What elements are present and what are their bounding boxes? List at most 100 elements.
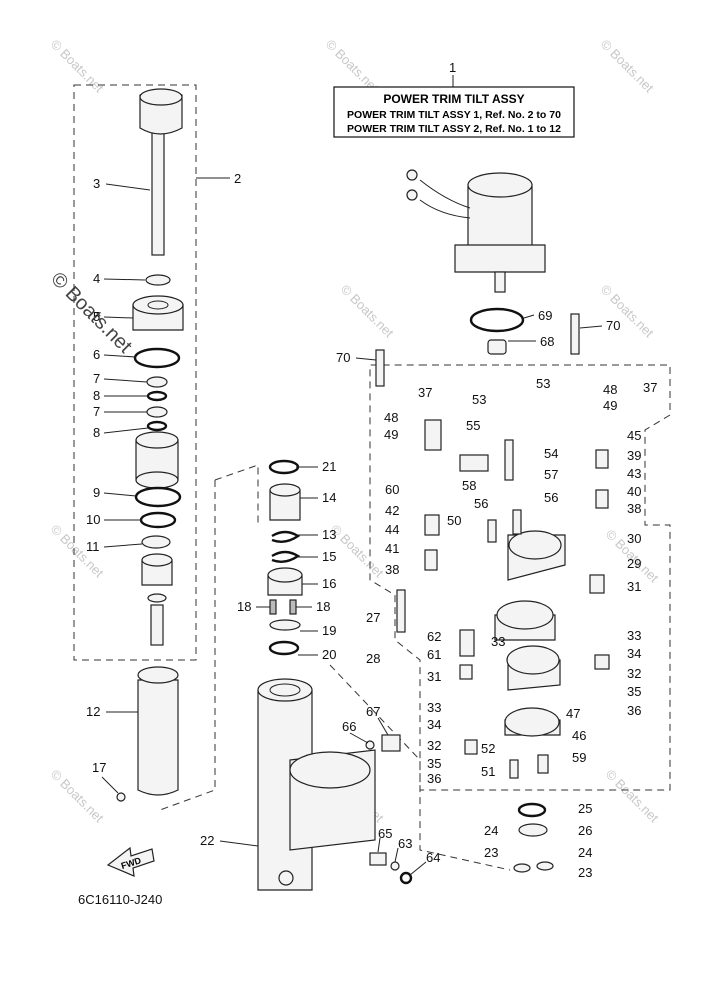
- callout-70: 70: [336, 350, 350, 365]
- callout-68: 68: [540, 334, 554, 349]
- title-box: POWER TRIM TILT ASSY POWER TRIM TILT ASS…: [333, 75, 575, 138]
- callout-62: 62: [427, 629, 441, 644]
- callout-28: 28: [366, 651, 380, 666]
- callout-21: 21: [322, 459, 336, 474]
- callout-25: 25: [578, 801, 592, 816]
- callout-49: 49: [384, 427, 398, 442]
- callout-13: 13: [322, 527, 336, 542]
- callout-2: 2: [234, 171, 241, 186]
- callout-55: 55: [466, 418, 480, 433]
- callout-27: 27: [366, 610, 380, 625]
- callout-47: 47: [566, 706, 580, 721]
- callout-24: 24: [578, 845, 592, 860]
- watermark: © Boats.net: [338, 282, 397, 341]
- watermark: © Boats.net: [48, 37, 107, 96]
- callout-36: 36: [427, 771, 441, 786]
- callout-33: 33: [427, 700, 441, 715]
- callout-56: 56: [544, 490, 558, 505]
- callout-70: 70: [606, 318, 620, 333]
- callout-37: 37: [643, 380, 657, 395]
- callout-19: 19: [322, 623, 336, 638]
- callout-6: 6: [93, 347, 100, 362]
- watermark: © Boats.net: [48, 767, 107, 826]
- callout-60: 60: [385, 482, 399, 497]
- title-line-2: POWER TRIM TILT ASSY 1, Ref. No. 2 to 70: [347, 109, 561, 121]
- callout-22: 22: [200, 833, 214, 848]
- callout-17: 17: [92, 760, 106, 775]
- callout-34: 34: [427, 717, 441, 732]
- callout-66: 66: [342, 719, 356, 734]
- callout-7: 7: [93, 371, 100, 386]
- callout-24: 24: [484, 823, 498, 838]
- diagram-code: 6C16110-J240: [78, 892, 162, 907]
- trim-motor: [375, 169, 580, 387]
- callout-14: 14: [322, 490, 336, 505]
- callout-30: 30: [627, 531, 641, 546]
- callout-58: 58: [462, 478, 476, 493]
- callout-64: 64: [426, 850, 440, 865]
- title-line-3: POWER TRIM TILT ASSY 2, Ref. No. 1 to 12: [347, 123, 561, 135]
- callout-35: 35: [427, 756, 441, 771]
- callout-23: 23: [484, 845, 498, 860]
- callout-34: 34: [627, 646, 641, 661]
- callout-57: 57: [544, 467, 558, 482]
- callout-49: 49: [603, 398, 617, 413]
- callouts: 1 2 3 4 5 6 7 8 7 8 9 10 11 12 13 14 15 …: [86, 60, 657, 880]
- callout-38: 38: [385, 562, 399, 577]
- callout-44: 44: [385, 522, 399, 537]
- callout-11: 11: [86, 539, 100, 554]
- valve-assembly: [396, 419, 610, 873]
- callout-56: 56: [474, 496, 488, 511]
- callout-38: 38: [627, 501, 641, 516]
- callout-41: 41: [385, 541, 399, 556]
- callout-12: 12: [86, 704, 100, 719]
- callout-8: 8: [93, 425, 100, 440]
- callout-35: 35: [627, 684, 641, 699]
- callout-45: 45: [627, 428, 641, 443]
- main-cylinder-assembly: [257, 459, 413, 891]
- callout-20: 20: [322, 647, 336, 662]
- callout-53: 53: [536, 376, 550, 391]
- callout-9: 9: [93, 485, 100, 500]
- callout-31: 31: [627, 579, 641, 594]
- callout-1: 1: [449, 60, 456, 75]
- callout-32: 32: [427, 738, 441, 753]
- callout-4: 4: [93, 271, 100, 286]
- callout-53: 53: [472, 392, 486, 407]
- callout-43: 43: [627, 466, 641, 481]
- callout-18: 18: [237, 599, 251, 614]
- callout-54: 54: [544, 446, 558, 461]
- callout-42: 42: [385, 503, 399, 518]
- callout-37: 37: [418, 385, 432, 400]
- callout-32: 32: [627, 666, 641, 681]
- callout-36: 36: [627, 703, 641, 718]
- callout-48: 48: [384, 410, 398, 425]
- callout-39: 39: [627, 448, 641, 463]
- callout-8: 8: [93, 388, 100, 403]
- callout-7: 7: [93, 404, 100, 419]
- callout-31: 31: [427, 669, 441, 684]
- callout-26: 26: [578, 823, 592, 838]
- callout-52: 52: [481, 741, 495, 756]
- tilt-rod-assembly: [116, 88, 184, 802]
- watermark: © Boats.net: [598, 37, 657, 96]
- watermark: © Boats.net: [328, 522, 387, 581]
- callout-10: 10: [86, 512, 100, 527]
- group-outlines: [73, 84, 671, 871]
- callout-69: 69: [538, 308, 552, 323]
- callout-67: 67: [366, 704, 380, 719]
- callout-50: 50: [447, 513, 461, 528]
- callout-63: 63: [398, 836, 412, 851]
- callout-18: 18: [316, 599, 330, 614]
- callout-48: 48: [603, 382, 617, 397]
- callout-16: 16: [322, 576, 336, 591]
- callout-23: 23: [578, 865, 592, 880]
- callout-33: 33: [491, 634, 505, 649]
- watermark-large: © Boats.net: [46, 268, 136, 358]
- callout-15: 15: [322, 549, 336, 564]
- callout-51: 51: [481, 764, 495, 779]
- leader-lines: [101, 177, 603, 876]
- callout-5: 5: [93, 309, 100, 324]
- callout-3: 3: [93, 176, 100, 191]
